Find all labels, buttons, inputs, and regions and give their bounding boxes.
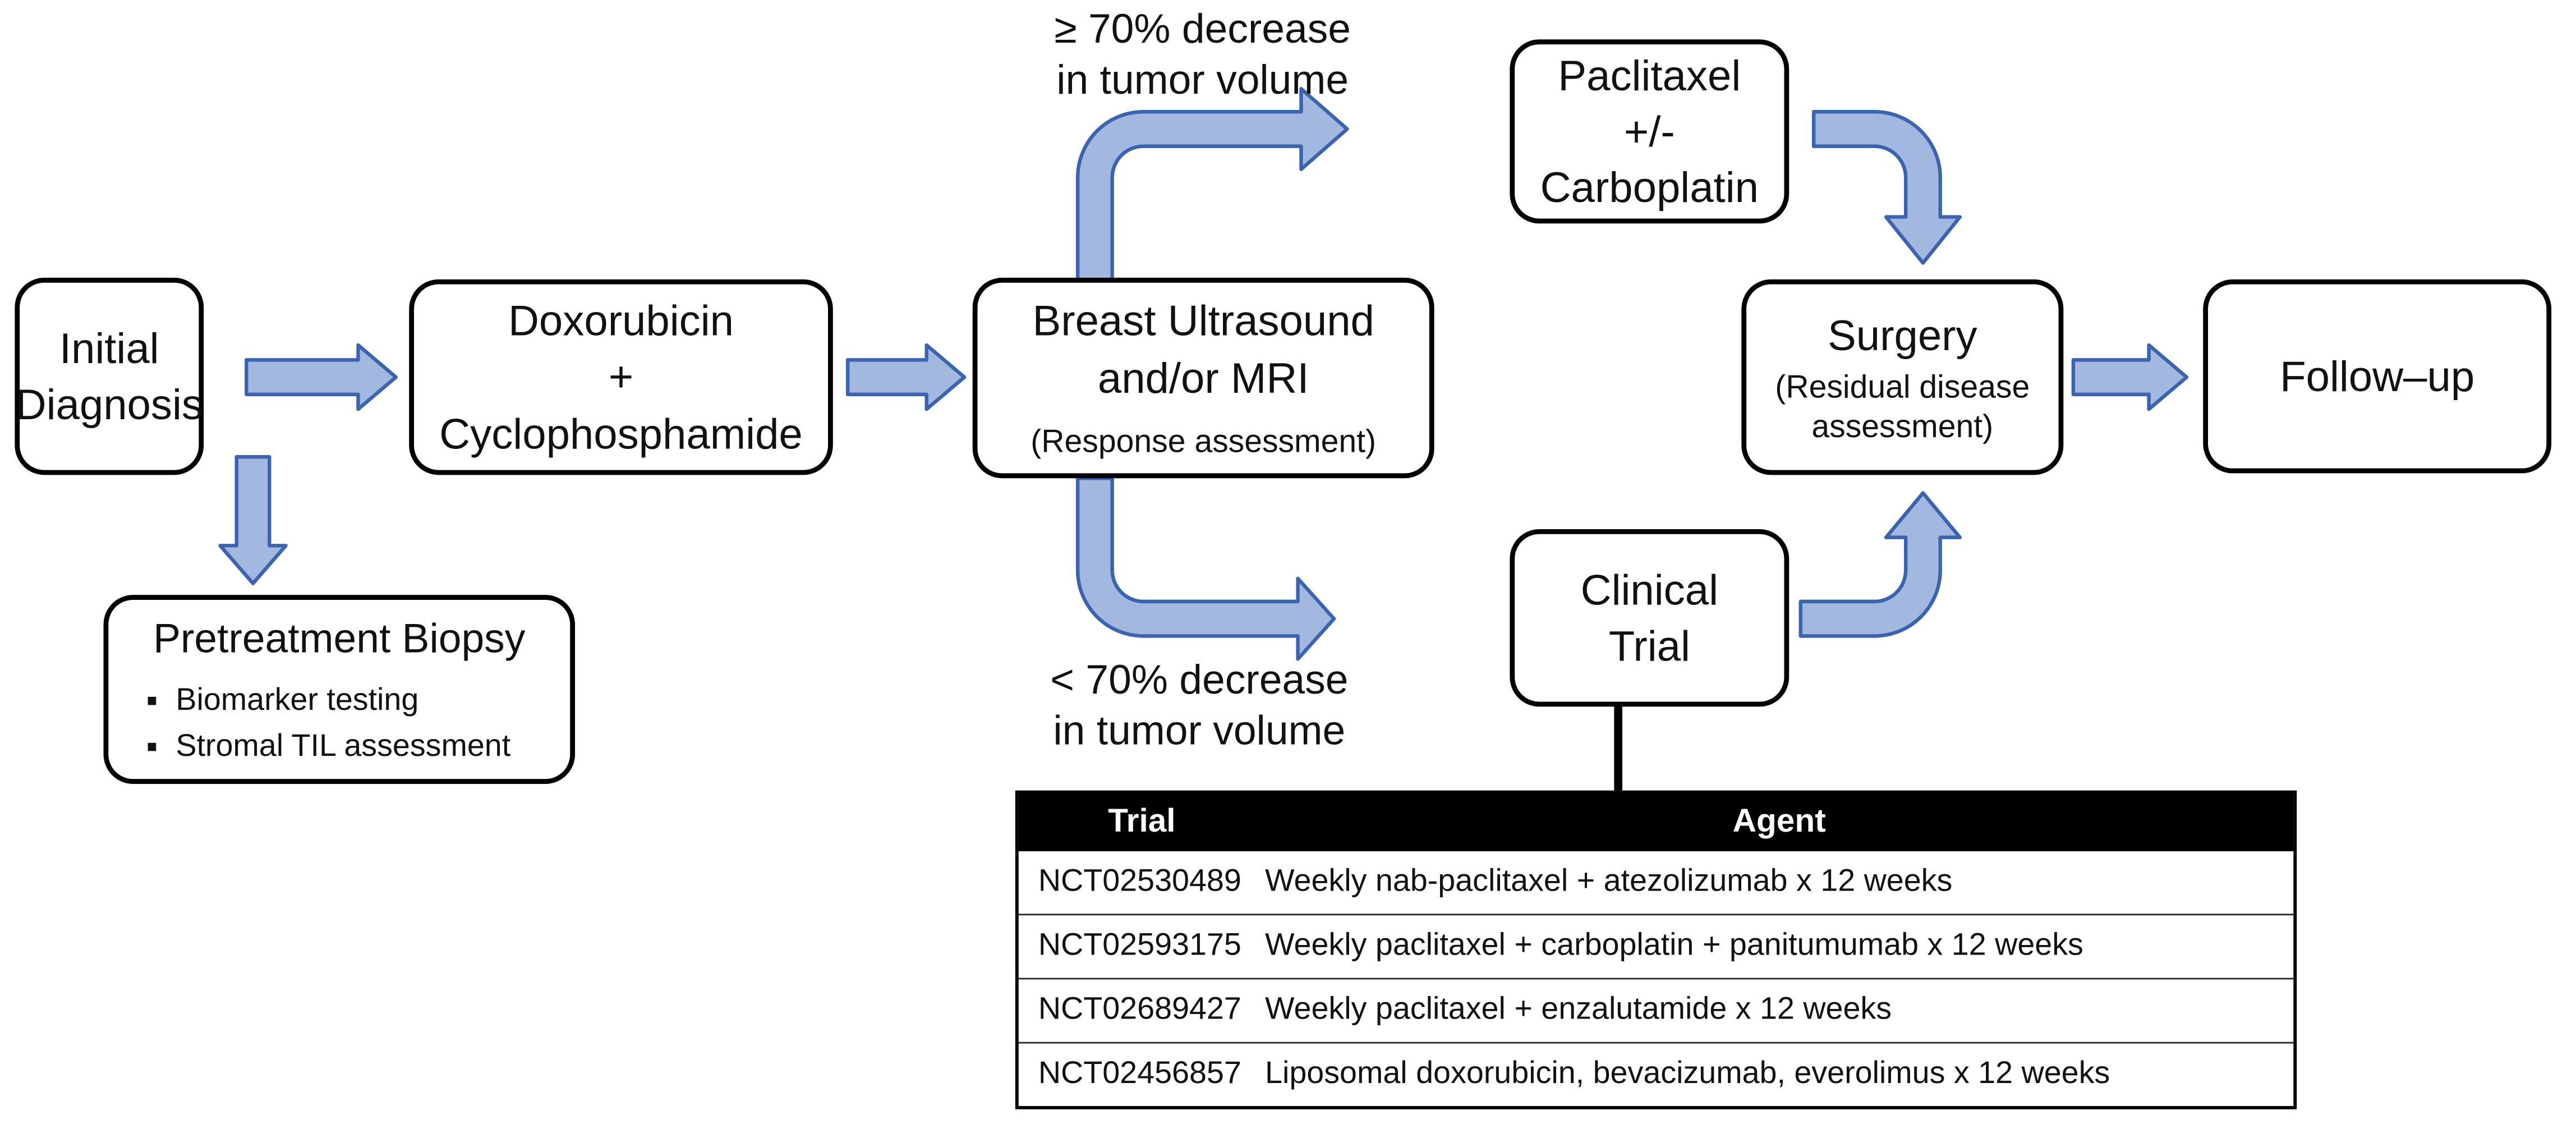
connector-clinical-trial-to-table bbox=[1614, 703, 1622, 794]
trial-agent: Liposomal doxorubicin, bevacizumab, ever… bbox=[1265, 1057, 2110, 1091]
node-surgery-sub1: (Residual disease bbox=[1775, 369, 2030, 406]
node-surgery-sub2: assessment) bbox=[1811, 409, 1994, 445]
trial-agent: Weekly paclitaxel + carboplatin + panitu… bbox=[1265, 928, 2083, 964]
list-item: Stromal TIL assessment bbox=[141, 724, 570, 769]
table-row: NCT02530489 Weekly nab-paclitaxel + atez… bbox=[1019, 851, 2294, 914]
trial-id: NCT02530489 bbox=[1038, 864, 1241, 899]
arrow-initial-to-doxorubicin bbox=[245, 343, 398, 411]
arrow-paclitaxel-to-surgery bbox=[1811, 109, 1962, 265]
table-header-agent: Agent bbox=[1732, 804, 1826, 840]
biopsy-bullet-list: Biomarker testing Stromal TIL assessment bbox=[108, 679, 570, 769]
table-row: NCT02593175 Weekly paclitaxel + carbopla… bbox=[1018, 914, 2294, 978]
label-lt-70-percent: < 70% decrease in tumor volume bbox=[1002, 656, 1396, 756]
node-breast-line2: and/or MRI bbox=[1097, 352, 1309, 402]
node-doxorubicin-cyclophosphamide: Doxorubicin + Cyclophosphamide bbox=[409, 279, 833, 475]
node-paclitaxel-line2: +/- bbox=[1623, 106, 1675, 156]
label-lt70-line2: in tumor volume bbox=[1053, 707, 1346, 754]
node-doxo-line1: Doxorubicin bbox=[508, 296, 734, 346]
table-row: NCT02456857 Liposomal doxorubicin, bevac… bbox=[1018, 1042, 2294, 1106]
trial-agent: Weekly paclitaxel + enzalutamide x 12 we… bbox=[1265, 992, 1892, 1027]
node-clinical-line2: Trial bbox=[1608, 621, 1690, 671]
node-pretreatment-biopsy: Pretreatment Biopsy Biomarker testing St… bbox=[103, 595, 576, 784]
node-clinical-trial: Clinical Trial bbox=[1510, 529, 1790, 707]
node-breast-subtitle: (Response assessment) bbox=[1031, 424, 1377, 460]
node-followup: Follow–up bbox=[2203, 279, 2552, 474]
node-doxo-line3: Cyclophosphamide bbox=[439, 409, 803, 458]
arrow-doxorubicin-to-ultrasound bbox=[845, 343, 967, 411]
trial-id: NCT02689427 bbox=[1038, 992, 1241, 1027]
arrow-ultrasound-to-paclitaxel bbox=[1075, 86, 1349, 283]
arrow-initial-to-biopsy bbox=[218, 455, 288, 585]
trial-agent: Weekly nab-paclitaxel + atezolizumab x 1… bbox=[1265, 864, 1953, 899]
arrow-surgery-to-followup bbox=[2071, 343, 2189, 411]
bullet-icon bbox=[148, 697, 157, 706]
node-doxo-line2: + bbox=[608, 352, 634, 402]
label-ge-70-percent: ≥ 70% decrease in tumor volume bbox=[1005, 5, 1400, 105]
trial-id: NCT02456857 bbox=[1038, 1057, 1241, 1091]
bullet-icon bbox=[148, 742, 157, 751]
node-initial-diagnosis-line1: Initial bbox=[59, 323, 159, 373]
node-clinical-line1: Clinical bbox=[1580, 565, 1719, 614]
node-surgery: Surgery (Residual disease assessment) bbox=[1741, 279, 2064, 475]
biopsy-bullet-2: Stromal TIL assessment bbox=[176, 728, 511, 764]
node-biopsy-title: Pretreatment Biopsy bbox=[153, 616, 526, 663]
clinical-trials-table: Trial Agent NCT02530489 Weekly nab-pacli… bbox=[1015, 790, 2297, 1109]
node-paclitaxel-line1: Paclitaxel bbox=[1558, 50, 1741, 100]
node-initial-diagnosis: Initial Diagnosis bbox=[15, 277, 204, 475]
arrow-clinical-trial-to-surgery bbox=[1798, 491, 1962, 638]
node-initial-diagnosis-line2: Diagnosis bbox=[15, 379, 203, 429]
node-paclitaxel-carboplatin: Paclitaxel +/- Carboplatin bbox=[1510, 39, 1790, 224]
node-breast-ultrasound-mri: Breast Ultrasound and/or MRI (Response a… bbox=[972, 277, 1434, 479]
node-followup-label: Follow–up bbox=[2280, 351, 2475, 401]
node-breast-line1: Breast Ultrasound bbox=[1032, 296, 1374, 346]
arrow-ultrasound-to-clinical-trial bbox=[1075, 476, 1336, 661]
biopsy-bullet-1: Biomarker testing bbox=[176, 683, 419, 718]
label-lt70-line1: < 70% decrease bbox=[1050, 657, 1349, 704]
node-surgery-title: Surgery bbox=[1827, 310, 1977, 360]
node-paclitaxel-line3: Carboplatin bbox=[1540, 163, 1759, 213]
label-ge70-line2: in tumor volume bbox=[1056, 57, 1349, 103]
trial-id: NCT02593175 bbox=[1038, 928, 1241, 964]
label-ge70-line1: ≥ 70% decrease bbox=[1054, 6, 1351, 53]
list-item: Biomarker testing bbox=[141, 679, 570, 724]
table-header-trial: Trial bbox=[1108, 804, 1176, 840]
table-row: NCT02689427 Weekly paclitaxel + enzaluta… bbox=[1018, 978, 2294, 1042]
table-header-row: Trial Agent bbox=[1018, 793, 2294, 852]
